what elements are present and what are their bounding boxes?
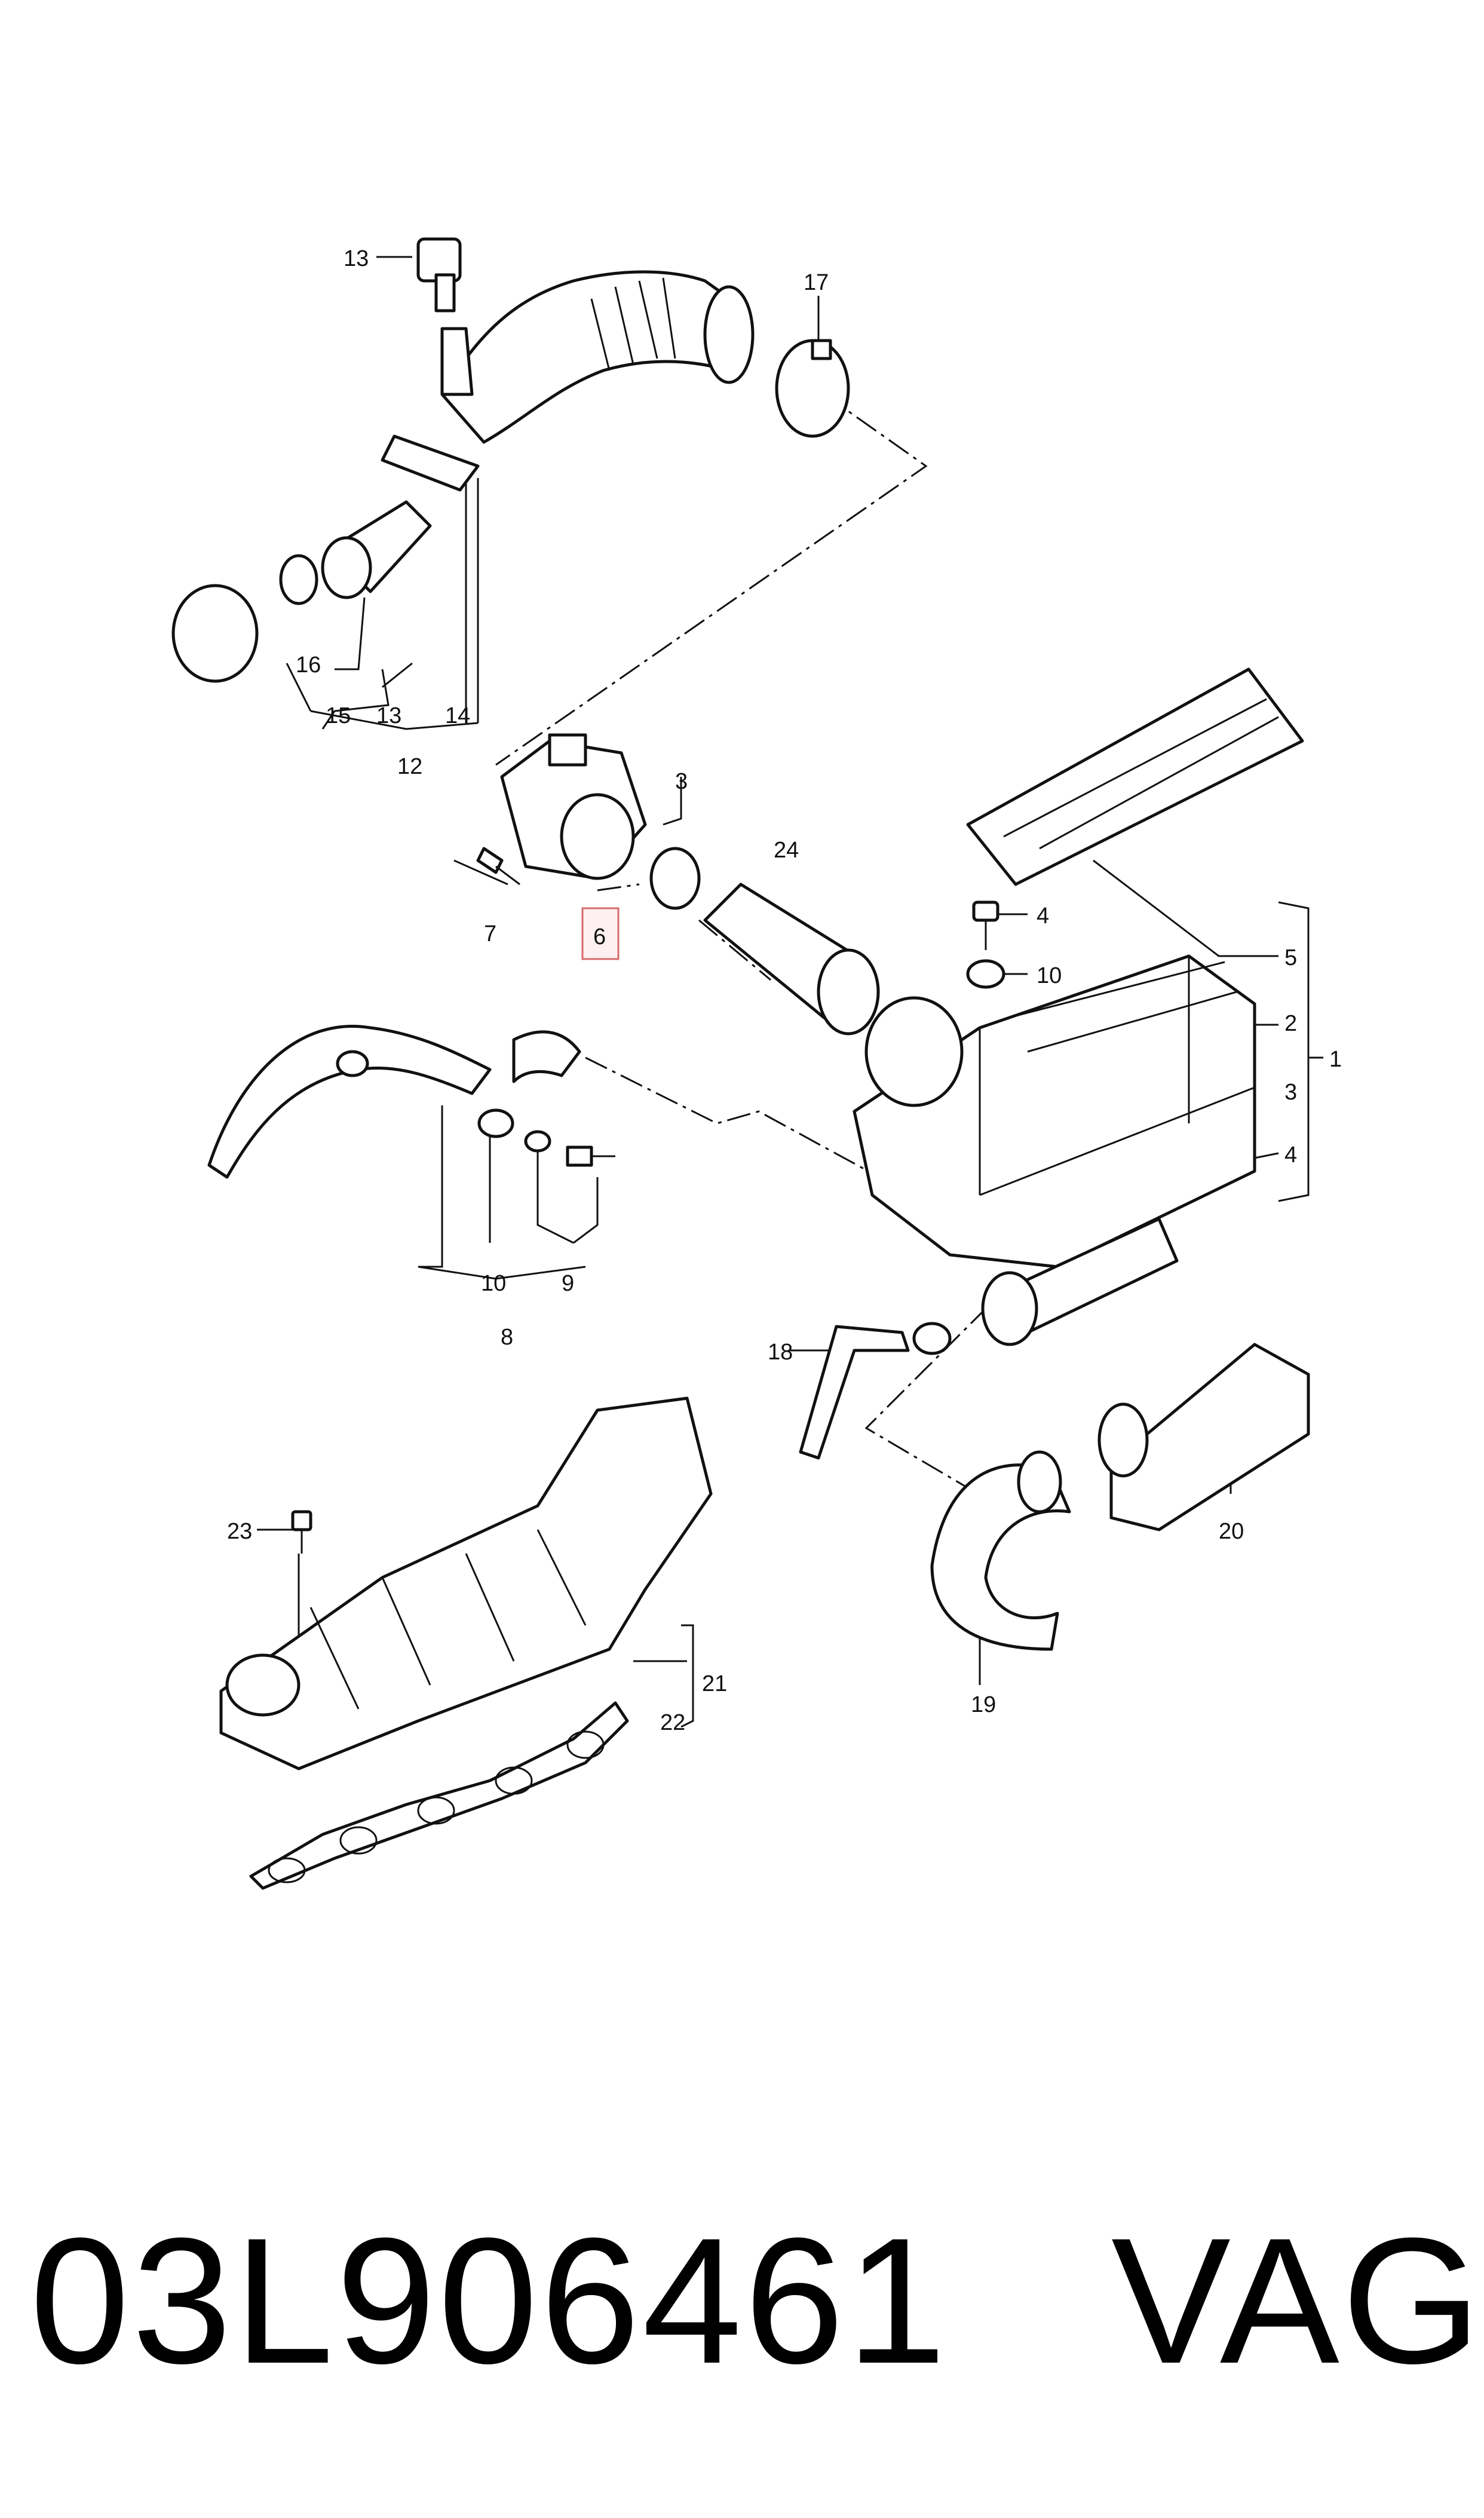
grommet-10-left bbox=[477, 1108, 514, 1138]
callout-23: 23 bbox=[227, 1519, 252, 1544]
air-guide-insert bbox=[703, 883, 880, 1036]
air-duct-8 bbox=[207, 1024, 581, 1179]
air-intake-duct-20 bbox=[1097, 1343, 1310, 1531]
hose-clamp-17 bbox=[775, 339, 850, 438]
callout-9: 9 bbox=[562, 1271, 574, 1296]
manifold-gasket-22 bbox=[249, 1701, 629, 1890]
callout-1: 1 bbox=[1329, 1047, 1342, 1072]
part-number-label: 03L906461 bbox=[30, 2200, 949, 2401]
callout-10-right: 10 bbox=[1037, 963, 1062, 988]
air-filter-element bbox=[966, 667, 1304, 886]
callout-15: 15 bbox=[326, 703, 351, 728]
callout-4-right: 4 bbox=[1284, 1142, 1297, 1168]
bolt-9 bbox=[524, 1130, 615, 1167]
callout-17: 17 bbox=[804, 270, 829, 295]
callout-3-upper: 3 bbox=[675, 769, 688, 794]
callout-3-right: 3 bbox=[1284, 1080, 1297, 1105]
callout-21: 21 bbox=[702, 1671, 727, 1696]
callout-16: 16 bbox=[296, 653, 321, 678]
intake-hose-upper bbox=[440, 270, 755, 444]
air-filter-housing bbox=[853, 954, 1256, 1269]
callout-8: 8 bbox=[501, 1325, 513, 1350]
bolt-4 bbox=[972, 900, 999, 950]
callout-14: 14 bbox=[445, 703, 470, 728]
air-mass-meter bbox=[500, 733, 701, 910]
callout-19: 19 bbox=[971, 1692, 996, 1717]
bolt-23 bbox=[291, 1510, 312, 1554]
callout-20: 20 bbox=[1219, 1519, 1244, 1544]
assembly-dash-lines bbox=[495, 393, 1017, 1489]
callout-2: 2 bbox=[1284, 1011, 1297, 1036]
filter-outlet-pipe bbox=[981, 1217, 1179, 1346]
intake-manifold-21 bbox=[219, 1396, 713, 1770]
callout-4-upper: 4 bbox=[1037, 903, 1049, 929]
callout-13-top: 13 bbox=[344, 246, 369, 271]
callout-labels: 13 17 16 15 13 14 12 3 24 7 6 4 10 5 2 1… bbox=[227, 246, 1342, 1735]
grommet-10-right bbox=[966, 959, 1005, 989]
callout-10-left: 10 bbox=[481, 1271, 506, 1296]
callout-18: 18 bbox=[768, 1340, 793, 1365]
highlight-box-part-6 bbox=[581, 907, 620, 960]
callout-24: 24 bbox=[774, 838, 799, 863]
bolt-7 bbox=[476, 847, 520, 886]
callout-12: 12 bbox=[397, 754, 422, 779]
callout-13-bottom: 13 bbox=[376, 703, 401, 728]
connecting-pipe bbox=[381, 327, 480, 492]
turbo-connector bbox=[171, 500, 432, 683]
callout-5: 5 bbox=[1284, 945, 1297, 970]
callout-22: 22 bbox=[660, 1710, 685, 1735]
callout-7: 7 bbox=[484, 921, 496, 946]
leader-lines bbox=[257, 256, 1323, 1728]
breather-hose-18 bbox=[799, 1322, 952, 1460]
brand-label: VAG bbox=[1111, 2200, 1484, 2401]
callout-6: 6 bbox=[593, 924, 606, 949]
sensor-13 bbox=[416, 237, 462, 313]
charge-air-hose-19 bbox=[930, 1450, 1071, 1651]
